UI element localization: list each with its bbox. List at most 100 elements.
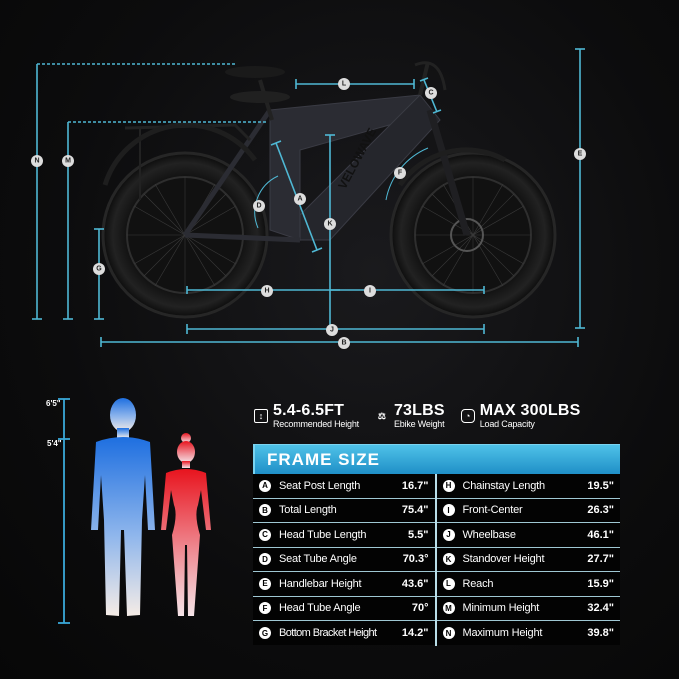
marker-k: K <box>324 218 336 230</box>
row-value: 32.4" <box>587 602 614 615</box>
row-value: 19.5" <box>587 479 614 492</box>
marker-g: G <box>93 263 105 275</box>
row-label: Front-Center <box>462 504 523 517</box>
letter-badge: M <box>442 602 455 615</box>
row-value: 14.2" <box>401 627 429 640</box>
row-label: Maximum Height <box>462 627 543 640</box>
row-value: 70.3° <box>402 553 429 566</box>
height-ruler <box>58 398 70 624</box>
spec-value: MAX 300LBS <box>479 402 581 419</box>
female-silhouette-icon <box>161 433 211 616</box>
bike-illustration: VELOWAVE <box>101 61 557 319</box>
height-icon: ↕ <box>254 409 268 423</box>
marker-l: L <box>338 78 350 90</box>
svg-text:N: N <box>34 158 39 165</box>
spec-label: Recommended Height <box>273 419 359 429</box>
row-value: 15.9" <box>587 577 614 590</box>
letter-badge: F <box>259 602 271 615</box>
weight-icon: ⚖ <box>377 410 386 421</box>
table-row: L Reach 15.9" <box>436 572 620 597</box>
male-silhouette-icon <box>91 398 155 616</box>
svg-text:J: J <box>330 327 334 334</box>
row-label: Head Tube Angle <box>279 602 361 615</box>
row-value: 39.8" <box>587 627 614 640</box>
letter-badge: N <box>442 627 455 640</box>
spec-value: 73LBS <box>393 402 445 419</box>
marker-a: A <box>294 193 306 205</box>
letter-badge: G <box>259 627 271 640</box>
svg-text:L: L <box>342 81 347 88</box>
marker-f: F <box>394 167 406 179</box>
row-value: 27.7" <box>587 553 614 566</box>
table-row: A Seat Post Length 16.7" <box>253 474 435 499</box>
bike-geometry-diagram: VELOWAVE <box>31 48 586 349</box>
letter-badge: L <box>442 577 455 590</box>
svg-text:C: C <box>428 90 433 97</box>
marker-b: B <box>338 337 350 349</box>
marker-e: E <box>574 148 586 160</box>
row-value: 46.1" <box>587 528 614 541</box>
svg-text:I: I <box>369 288 371 295</box>
svg-text:H: H <box>264 288 269 295</box>
svg-text:B: B <box>341 340 346 347</box>
row-label: Total Length <box>279 504 337 517</box>
height-label-top: 6'5" <box>46 399 61 408</box>
frame-size-right-column: H Chainstay Length 19.5" I Front-Center 26.3… <box>436 474 621 646</box>
letter-badge: C <box>259 528 271 541</box>
table-row: C Head Tube Length 5.5" <box>253 523 435 548</box>
row-label: Standover Height <box>462 553 545 566</box>
letter-badge: A <box>259 479 271 492</box>
marker-d: D <box>253 200 265 212</box>
row-label: Handlebar Height <box>279 577 362 590</box>
height-label-mid: 5'4" <box>47 439 62 448</box>
table-row: N Maximum Height 39.8" <box>437 621 621 646</box>
table-row: H Chainstay Length 19.5" <box>436 474 620 499</box>
spec-label: Load Capacity <box>479 419 535 429</box>
key-specs: ↕ 5.4-6.5FT Recommended Height ⚖ 73LBS E… <box>254 400 624 432</box>
table-row: B Total Length 75.4" <box>253 499 435 523</box>
letter-badge: D <box>259 553 271 566</box>
row-value: 75.4" <box>401 504 429 517</box>
row-value: 16.7" <box>401 479 429 492</box>
spec-ebike-weight: ⚖ 73LBS Ebike Weight <box>375 400 445 432</box>
svg-text:K: K <box>327 221 332 228</box>
table-row: D Seat Tube Angle 70.3° <box>253 548 435 572</box>
marker-c: C <box>425 87 437 99</box>
letter-badge: B <box>259 504 271 517</box>
spec-value: 5.4-6.5FT <box>273 402 345 419</box>
marker-n: N <box>31 155 43 167</box>
row-label: Seat Post Length <box>279 479 361 492</box>
svg-text:D: D <box>256 203 261 210</box>
row-value: 26.3" <box>587 504 614 517</box>
svg-text:A: A <box>297 196 302 203</box>
marker-m: M <box>62 155 74 167</box>
letter-badge: H <box>442 479 455 492</box>
gauge-icon: ◔ <box>460 409 475 423</box>
row-label: Reach <box>462 577 494 590</box>
svg-text:F: F <box>398 170 403 177</box>
svg-text:G: G <box>96 266 102 273</box>
row-label: Head Tube Length <box>279 528 367 541</box>
letter-badge: E <box>259 577 271 590</box>
frame-size-left-column: A Seat Post Length 16.7" B Total Length 75.4… <box>253 474 437 646</box>
svg-text:M: M <box>65 158 71 165</box>
spec-load-capacity: ◔ MAX 300LBS Load Capacity <box>460 400 581 432</box>
letter-badge: I <box>442 504 455 517</box>
row-label: Seat Tube Angle <box>279 553 357 566</box>
row-value: 5.5" <box>407 528 429 541</box>
row-label: Chainstay Length <box>462 479 546 492</box>
table-row: E Handlebar Height 43.6" <box>253 572 435 597</box>
dimension-markers: N M G H I J B K E L C A D F <box>31 78 586 349</box>
row-label: Bottom Bracket Height <box>279 627 377 640</box>
row-value: 43.6" <box>401 577 429 590</box>
letter-badge: J <box>442 528 455 541</box>
table-row: I Front-Center 26.3" <box>436 499 620 523</box>
table-row: G Bottom Bracket Height 14.2" <box>253 621 435 646</box>
frame-size-table: FRAME SIZE A Seat Post Length 16.7" B Total… <box>253 444 621 646</box>
spec-label: Ebike Weight <box>393 419 445 429</box>
frame-size-header: FRAME SIZE <box>253 444 620 474</box>
